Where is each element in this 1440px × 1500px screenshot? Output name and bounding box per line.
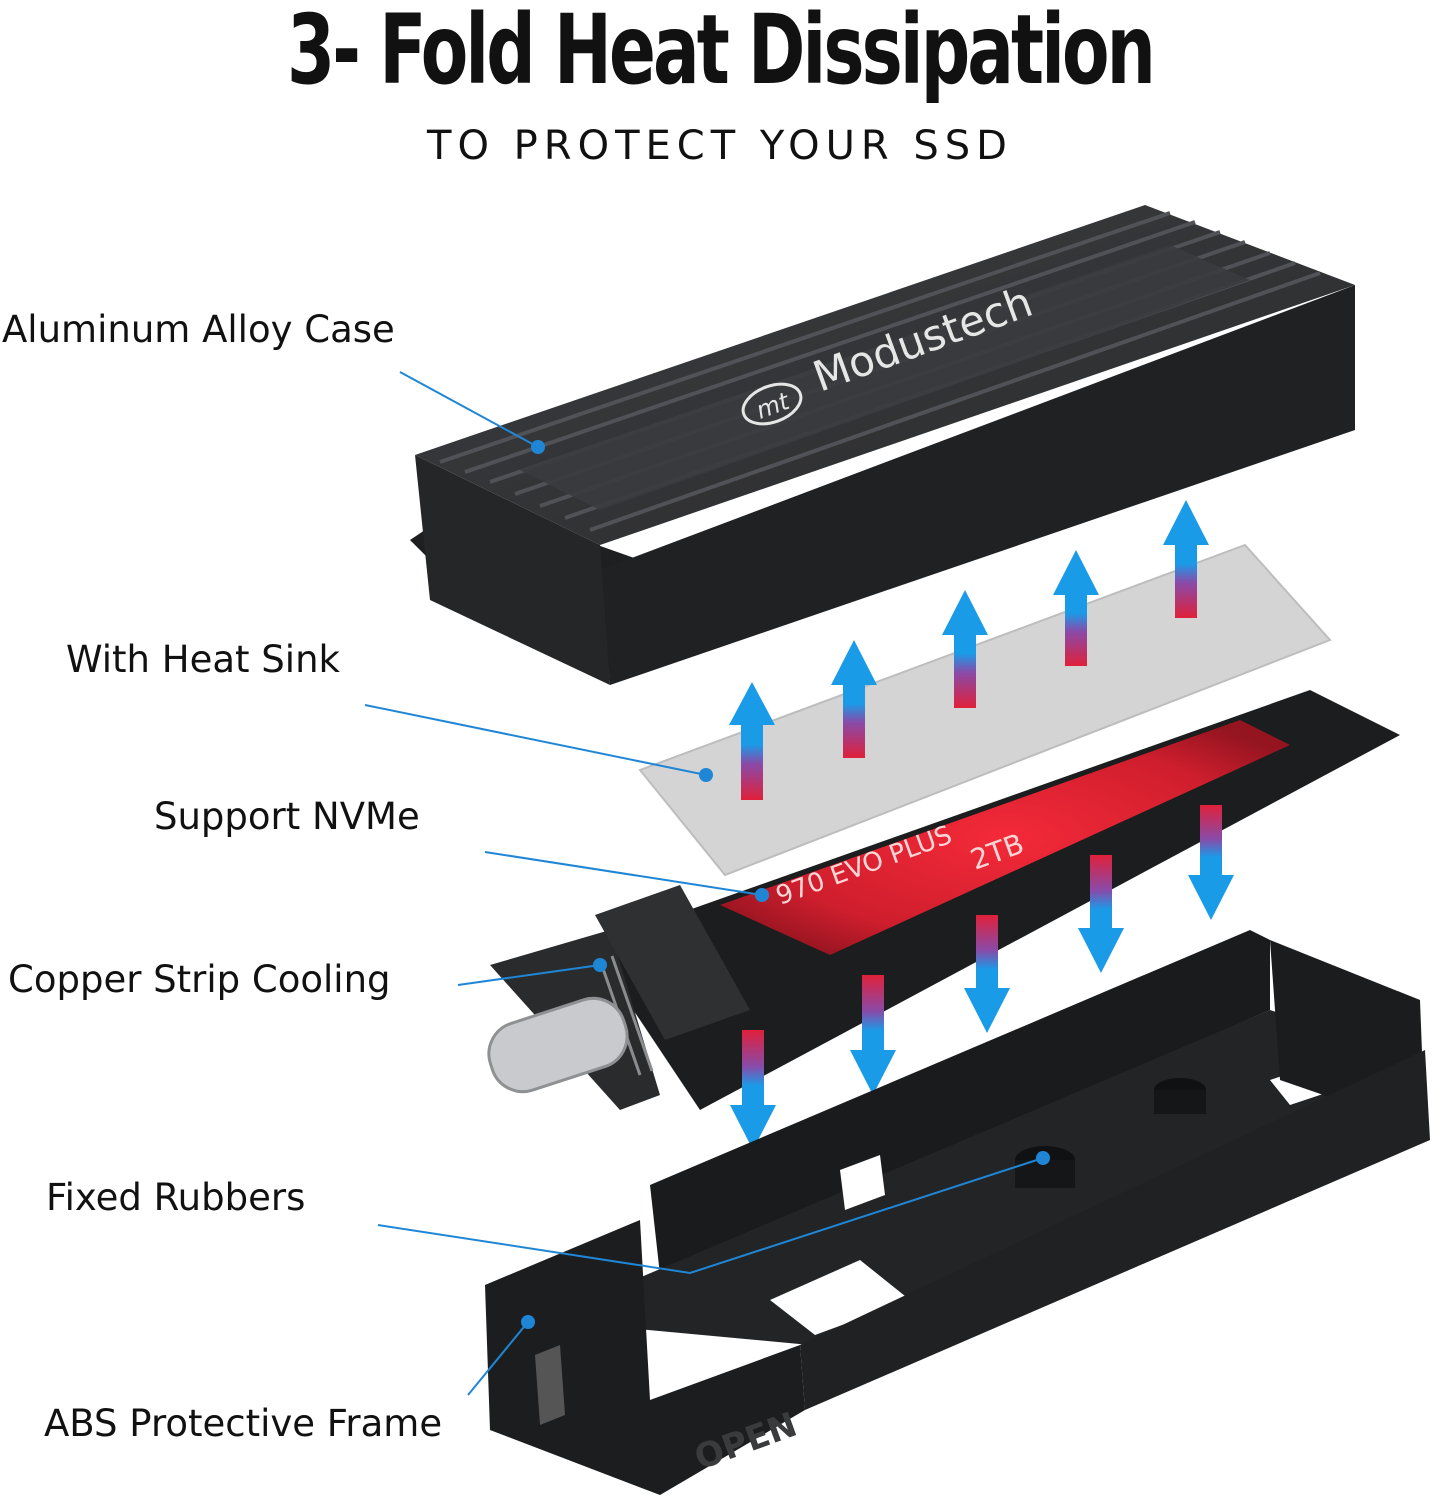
brand-logo-icon [741, 382, 803, 426]
leader-line-copper-strip [457, 964, 601, 986]
arrow-up-icon [1163, 500, 1209, 618]
m2-connector [595, 885, 750, 1040]
arrow-up-icon [942, 590, 988, 708]
heat-sink-pad [638, 543, 1332, 877]
leader-line-aluminum-case [399, 371, 539, 448]
callout-label-copper-strip: Copper Strip Cooling [8, 958, 391, 1001]
frame-cutout [840, 1155, 885, 1210]
page-subtitle: TO PROTECT YOUR SSD [427, 123, 1013, 169]
arrow-down-icon [850, 975, 896, 1095]
ssd-heat-glow [720, 720, 1290, 955]
arrow-down-icon [1078, 855, 1124, 973]
callout-leaders [364, 371, 1044, 1396]
callout-label-fixed-rubbers: Fixed Rubbers [46, 1176, 306, 1219]
arrow-up-icon [1053, 550, 1099, 666]
heat-arrows-up [729, 500, 1209, 800]
leader-line-fixed-rubbers [377, 1157, 1044, 1275]
heat-arrows-down [730, 805, 1234, 1150]
frame-cutout [770, 1260, 910, 1335]
leader-line-heat-sink [364, 704, 707, 776]
leader-line-abs-frame [467, 1321, 529, 1396]
callout-label-nvme: Support NVMe [154, 795, 420, 838]
arrow-up-icon [831, 640, 877, 758]
arrow-down-icon [730, 1030, 776, 1150]
callout-label-aluminum-case: Aluminum Alloy Case [2, 308, 395, 351]
page-title: 3- Fold Heat Dissipation [287, 0, 1156, 106]
callout-dots [521, 440, 1050, 1329]
callout-label-abs-frame: ABS Protective Frame [44, 1402, 443, 1445]
arrow-up-icon [729, 682, 775, 800]
leader-line-nvme [484, 851, 763, 896]
arrow-down-icon [1188, 805, 1234, 920]
usb-c-plug [487, 996, 629, 1094]
callout-label-heat-sink: With Heat Sink [66, 638, 340, 681]
abs-protective-frame: OPEN [485, 930, 1430, 1495]
case-end-face [415, 455, 610, 685]
aluminum-case: mt Modustech [410, 205, 1355, 685]
arrow-down-icon [964, 915, 1010, 1033]
